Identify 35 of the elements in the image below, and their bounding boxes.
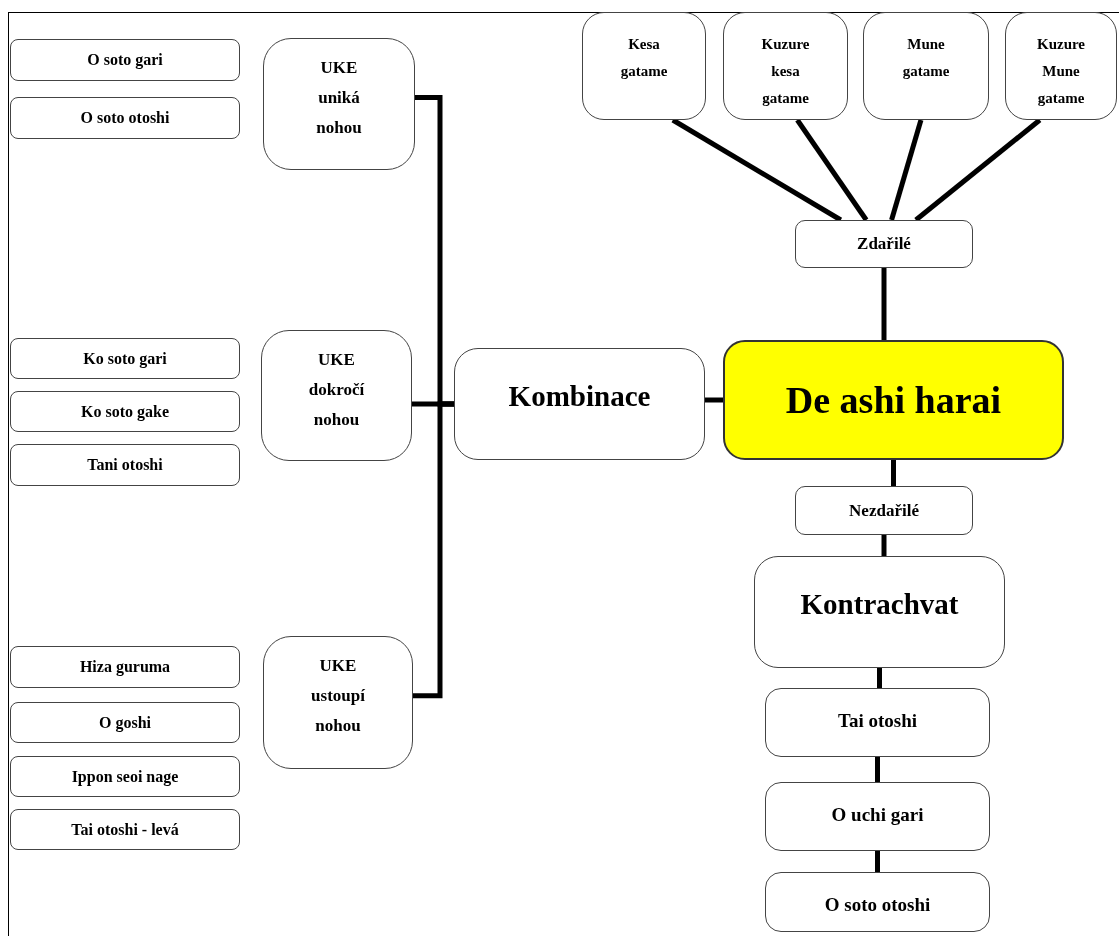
connector-line [875,851,880,872]
technique-box: Tai otoshi [765,688,990,757]
technique-box: Hiza guruma [10,646,240,688]
hold-box: Kuzure kesa gatame [723,12,848,120]
connector-line [705,397,723,403]
connector-line [795,118,869,222]
situation-box: UKE ustoupí nohou [263,636,413,769]
situation-box: UKE dokročí nohou [261,330,412,461]
connector-line [891,460,896,486]
technique-box: O goshi [10,702,240,743]
hold-box: Kuzure Mune gatame [1005,12,1117,120]
technique-box: Tai otoshi - levá [10,809,240,850]
connector-line [413,401,454,699]
technique-box: O soto otoshi [10,97,240,139]
hold-box: Kesa gatame [582,12,706,120]
hold-box: Mune gatame [863,12,989,120]
outcome-box: Zdařilé [795,220,973,268]
technique-box: O soto gari [10,39,240,81]
technique-box: O uchi gari [765,782,990,851]
connector-line [889,119,924,221]
technique-box: Ko soto gari [10,338,240,379]
situation-box: UKE uniká nohou [263,38,415,170]
connector-line [914,118,1042,222]
main-technique-box: De ashi harai [723,340,1064,460]
connector-line [875,757,880,782]
technique-box: O soto otoshi [765,872,990,932]
technique-box: Ippon seoi nage [10,756,240,797]
category-box: Kontrachvat [754,556,1005,668]
category-box: Kombinace [454,348,705,460]
technique-box: Ko soto gake [10,391,240,432]
technique-box: Tani otoshi [10,444,240,486]
connector-line [881,268,887,340]
connector-line [877,668,882,688]
outcome-box: Nezdařilé [795,486,973,535]
connector-line [881,535,887,556]
